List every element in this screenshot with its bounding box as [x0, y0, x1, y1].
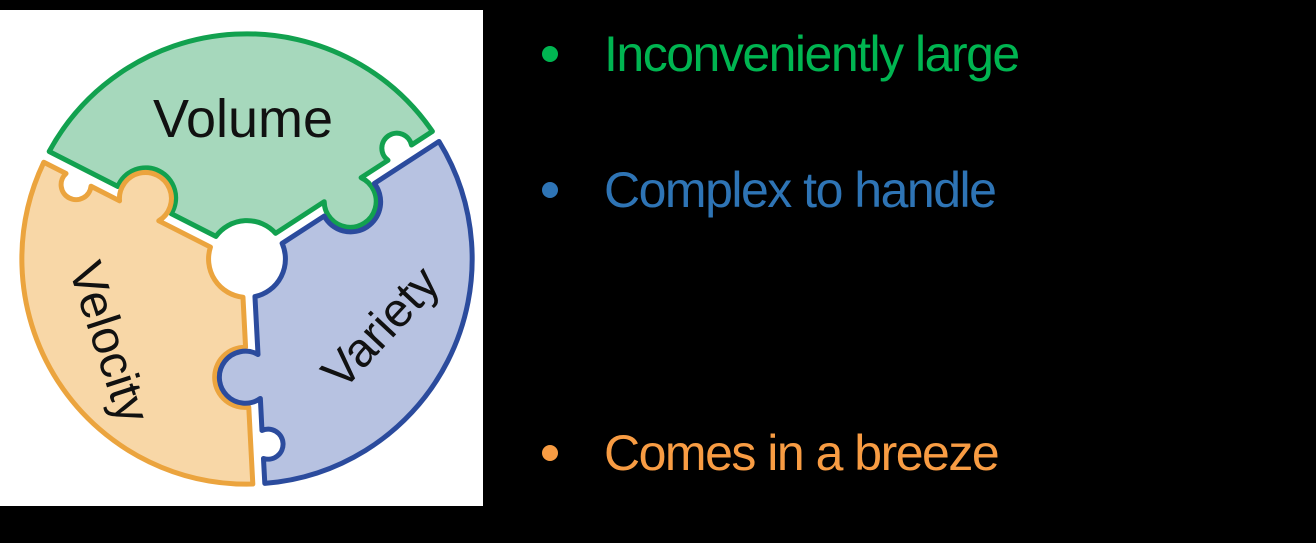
puzzle-diagram: Volume Velocity Variety [19, 31, 475, 487]
bullet-text: Complex to handle [604, 162, 997, 218]
bullet-dot-icon [542, 46, 558, 62]
puzzle-panel: Volume Velocity Variety [0, 10, 483, 506]
bullet-dot-icon [542, 445, 558, 461]
bullet-text: Comes in a breeze [604, 425, 1000, 481]
bullet-text: Inconveniently large [604, 26, 1020, 82]
bullet-dot-icon [542, 182, 558, 198]
bullet-item-variety: Complex to handle [542, 154, 997, 226]
puzzle-piece-volume [46, 31, 435, 239]
bullet-item-velocity: Comes in a breeze [542, 417, 1000, 489]
puzzle-piece-variety [216, 138, 475, 486]
puzzle-label-volume: Volume [153, 89, 333, 149]
bullet-item-volume: Inconveniently large [542, 18, 1020, 90]
puzzle-piece-velocity [19, 159, 256, 487]
